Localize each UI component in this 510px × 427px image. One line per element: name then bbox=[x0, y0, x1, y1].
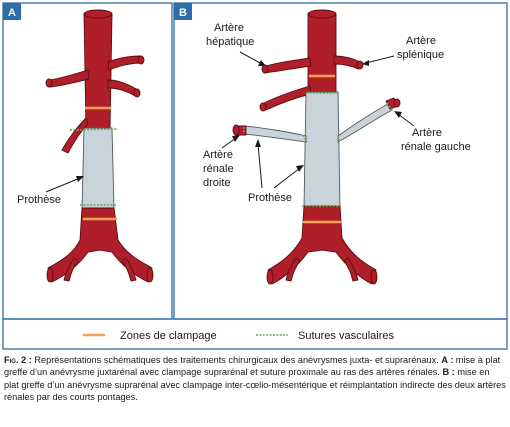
panel-a-suture-proximal bbox=[69, 128, 119, 131]
svg-text:A: A bbox=[8, 7, 16, 19]
panel-b-frame bbox=[173, 2, 508, 320]
panel-b-arrow-hepatique bbox=[239, 51, 266, 66]
panel-a-tag: A bbox=[3, 3, 21, 20]
panel-b-suture-left-renal bbox=[337, 102, 393, 143]
caption-intro: Représentations schématiques des traitem… bbox=[31, 355, 442, 365]
caption-b-tag: B : bbox=[442, 367, 455, 378]
caption-fig-number: Fig. 2 : bbox=[4, 355, 32, 365]
panel-b-label-splenique-1: Artère bbox=[406, 35, 436, 47]
panel-b-label-renale-gauche-2: rénale gauche bbox=[401, 141, 471, 153]
panel-b-label-hepatique-2: hépatique bbox=[206, 36, 254, 48]
panel-b-label-hepatique-1: Artère bbox=[214, 22, 244, 34]
panel-b-aorta bbox=[232, 9, 401, 285]
panel-b-label-prothese: Prothèse bbox=[248, 192, 292, 204]
panel-b-label-splenique-2: splénique bbox=[397, 49, 444, 61]
caption-a-text: mise à plat greffe d’un anévrysme juxtar… bbox=[4, 355, 501, 378]
legend-suture-label: Sutures vasculaires bbox=[298, 330, 394, 342]
legend-clamp-label: Zones de clampage bbox=[120, 330, 217, 342]
panel-b-arrows-prothese bbox=[255, 139, 304, 189]
panel-b-tag: B bbox=[174, 3, 192, 20]
panel-b-arrow-splenique bbox=[362, 55, 395, 66]
legend-frame bbox=[2, 318, 508, 350]
panel-b-arrow-renale-gauche bbox=[394, 111, 415, 127]
caption-a-tag: A : bbox=[441, 355, 454, 365]
panel-b-label-renale-gauche-1: Artère bbox=[412, 127, 442, 139]
panel-a-arrow-prothese bbox=[45, 176, 84, 193]
svg-text:B: B bbox=[179, 7, 187, 19]
panel-b-label-renale-droite-3: droite bbox=[203, 177, 231, 189]
caption-b-text: mise en plat greffe d’un anévrysme supra… bbox=[4, 367, 506, 403]
panel-b-suture-right-renal bbox=[243, 127, 308, 143]
panel-b-label-renale-droite-1: Artère bbox=[203, 149, 233, 161]
panel-a-aorta bbox=[45, 9, 154, 283]
panel-b-arrow-renale-droite bbox=[221, 135, 240, 149]
panel-a-label-prothese: Prothèse bbox=[17, 194, 61, 206]
figure-caption: Fig. 2 : Représentations schématiques de… bbox=[4, 354, 506, 404]
panel-b-label-renale-droite-2: rénale bbox=[203, 163, 234, 175]
